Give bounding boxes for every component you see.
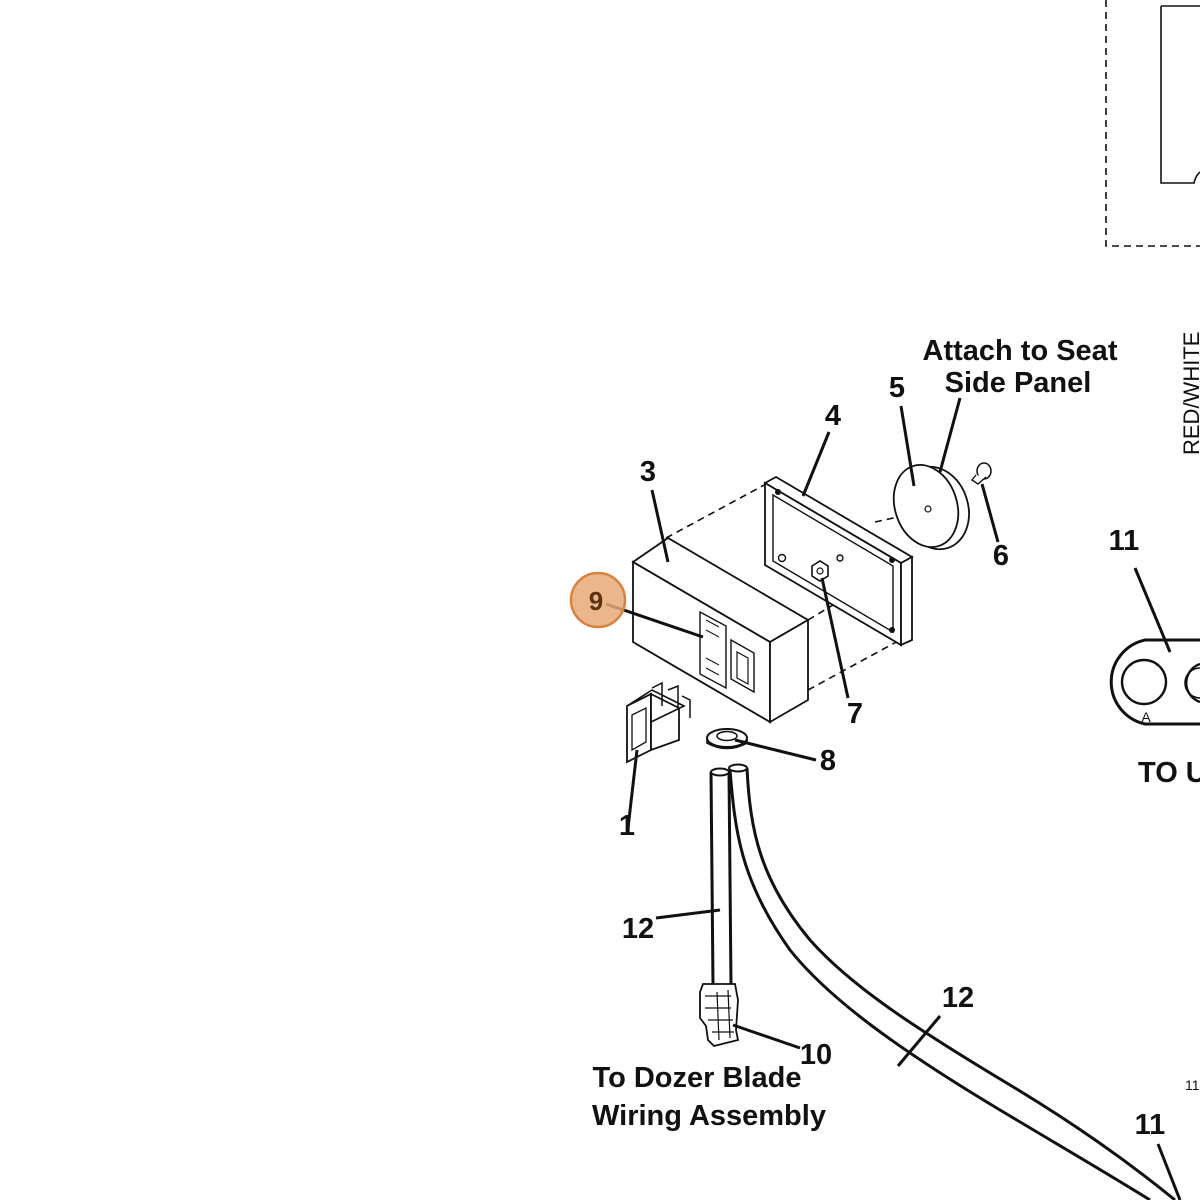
leader-3 [650, 489, 670, 563]
leader-attach [938, 397, 962, 473]
cable-harness [709, 763, 1176, 1200]
leader-12-left [655, 908, 721, 920]
leader-7 [820, 577, 850, 699]
leader-5 [899, 405, 916, 487]
attach-label-line1: Attach to Seat [923, 335, 1118, 367]
part-number-10: 10 [800, 1039, 832, 1071]
rocker-switch [626, 681, 691, 764]
to-label: TO U [1138, 757, 1200, 789]
leader-11-top [1133, 567, 1172, 653]
leader-6 [980, 483, 1000, 543]
part-number-8: 8 [820, 745, 836, 777]
nut [811, 560, 829, 582]
leader-10 [732, 1023, 801, 1050]
disc [892, 464, 970, 551]
dozer-label-line1: To Dozer Blade [593, 1062, 802, 1094]
leader-11-bottom [1156, 1143, 1182, 1200]
grommet [706, 728, 748, 750]
wire-color-label: RED/WHITE [1179, 332, 1200, 455]
leader-1 [626, 749, 639, 829]
part-number-12-right: 12 [942, 982, 974, 1014]
part-number-1: 1 [619, 810, 635, 842]
part-number-7: 7 [847, 698, 863, 730]
switch-box [631, 536, 810, 724]
part-number-4: 4 [825, 400, 841, 432]
part-number-6: 6 [993, 540, 1009, 572]
part-number-12-left: 12 [622, 913, 654, 945]
leader-4 [801, 431, 831, 497]
dozer-label-line2: Wiring Assembly [592, 1100, 826, 1132]
leader-lines [605, 397, 1182, 1200]
screw [970, 462, 992, 485]
part-number-5: 5 [889, 372, 905, 404]
part-number-11-bottom: 11 [1135, 1109, 1166, 1141]
part-number-9: 9 [589, 586, 603, 616]
part-number-11-top: 11 [1109, 525, 1140, 557]
connector [699, 983, 740, 1047]
part-numbers: 3 4 5 6 7 8 1 9 12 12 10 11 11 [589, 372, 1166, 1141]
corner-fragment: 11 [1185, 1077, 1200, 1093]
part-number-3: 3 [640, 456, 656, 488]
leader-12-right [896, 1015, 942, 1067]
port-letter: A [1141, 709, 1151, 725]
dashed-region-top-right [1105, 0, 1200, 247]
highlight-circle[interactable] [569, 571, 627, 629]
bracket-right [1109, 638, 1200, 726]
attach-label-line2: Side Panel [945, 367, 1092, 399]
gasket-frame [763, 475, 914, 647]
leader-8 [734, 738, 817, 762]
